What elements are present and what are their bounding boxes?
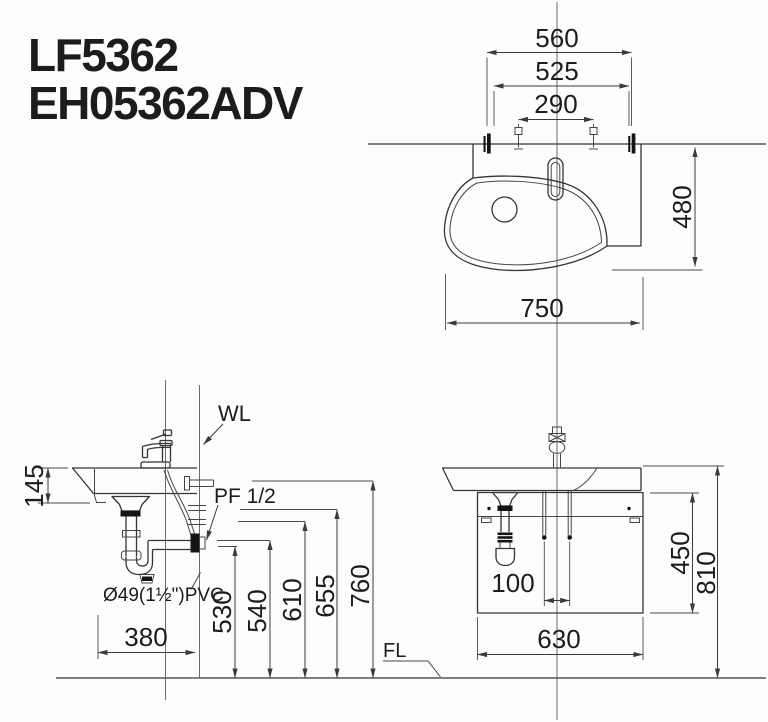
faucet-top-view	[547, 157, 564, 201]
faucet-supply-hose	[163, 469, 198, 545]
top-view-dimensions: 560 525 290 480 750	[445, 23, 703, 330]
dim-525-label: 525	[535, 56, 578, 86]
dim-560-label: 560	[535, 23, 578, 53]
supply-label: PF 1/2	[214, 485, 276, 508]
dim-750-label: 750	[520, 293, 563, 323]
wall-line-label: WL	[218, 401, 251, 426]
counter-outline-top	[443, 144, 642, 272]
wall-drain-flange	[190, 533, 200, 553]
sink-profile-side	[71, 467, 197, 503]
dim-450-label: 450	[665, 531, 695, 574]
supply-leader	[206, 504, 219, 541]
counter-front	[441, 467, 642, 492]
dim-480-label: 480	[667, 185, 697, 228]
vanity-cabinet	[476, 491, 644, 614]
floor-line-label: FL	[383, 640, 406, 662]
supply-pipes-front	[542, 490, 572, 540]
anchor-bolt-right	[589, 127, 598, 150]
wall-hanger-marks	[483, 133, 636, 154]
drain-pipe-label: Ø49(1½")PVC	[103, 585, 224, 606]
cabinet-handle-right	[629, 517, 640, 523]
dim-145-label: 145	[19, 464, 49, 507]
wall-line-leader	[203, 423, 224, 445]
dim-380-label: 380	[124, 622, 167, 652]
faucet-front-view	[548, 426, 566, 468]
dim-630-label: 630	[537, 624, 580, 654]
bottle-trap-front	[491, 491, 519, 567]
dim-810-label: 810	[691, 551, 721, 594]
basin-back-rim	[472, 175, 608, 247]
apron-height-dimension: 145	[19, 464, 90, 508]
title-block: LF5362 EH05362ADV	[28, 29, 305, 129]
anchor-bolt-left	[514, 127, 523, 150]
dim-290-label: 290	[534, 89, 577, 119]
dim-540-label: 540	[242, 589, 272, 632]
floor-line-leader	[383, 660, 441, 678]
basin-inner-rim	[449, 180, 603, 266]
dim-610-label: 610	[277, 578, 307, 621]
dim-530-label: 530	[207, 590, 237, 633]
faucet-side-view	[140, 429, 173, 469]
wall-supply-fittings	[184, 476, 214, 553]
model-number-2: EH05362ADV	[28, 77, 304, 129]
dim-655-label: 655	[310, 574, 340, 617]
basin-front-edge	[573, 467, 598, 491]
model-number-1: LF5362	[28, 29, 178, 81]
side-view: WL PF 1/2 Ø49(1½")PVC 530 540 610 655 76…	[19, 401, 376, 679]
dim-760-label: 760	[345, 564, 375, 607]
depth-380-dimension: 380	[97, 615, 196, 659]
faucet-handle-knob	[162, 429, 173, 437]
drain-pipe-leader	[190, 572, 201, 590]
front-view: 100 450 810 630 FL	[383, 426, 724, 679]
height-dimensions: 530 540 610 655 760	[207, 480, 376, 679]
front-view-dimensions: 100 450 810 630	[477, 465, 724, 679]
drain-hole-top	[491, 196, 518, 223]
dim-100-label: 100	[491, 568, 534, 598]
top-view: 560 525 290 480 750	[443, 23, 703, 330]
p-trap-drain-side	[111, 495, 191, 584]
cabinet-handle-left	[481, 517, 492, 523]
